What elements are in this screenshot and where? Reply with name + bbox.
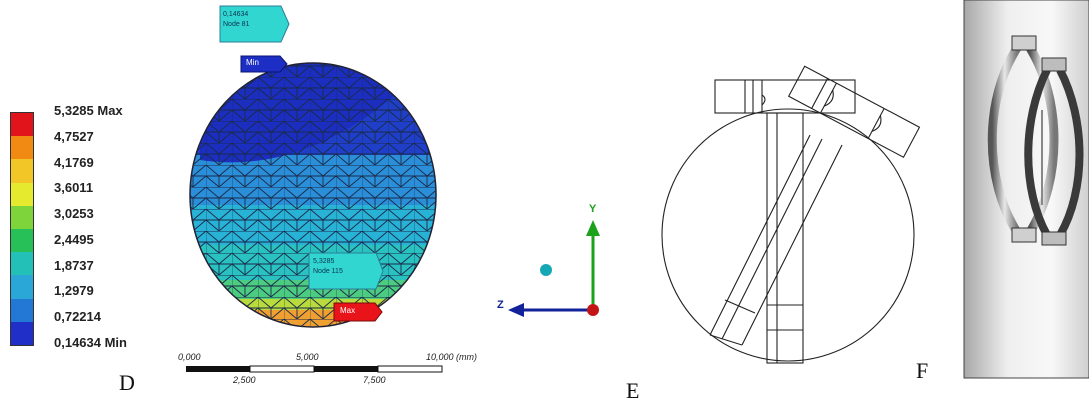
scale-bar-graphic <box>186 365 443 373</box>
min-tag: Min <box>240 55 288 78</box>
line-drawing-e <box>661 65 921 364</box>
max-probe-label: 5,3285 Node 115 <box>308 252 384 295</box>
legend-entry: 4,1769 <box>54 154 94 170</box>
legend-swatch <box>11 113 33 137</box>
scale-bottom-label: 7,500 <box>363 375 386 385</box>
legend-entry: 0,72214 <box>54 309 101 325</box>
legend-swatch <box>11 275 33 299</box>
min-tag-shape <box>240 55 288 73</box>
max-tag-shape <box>333 302 383 322</box>
legend-entry: 3,6011 <box>54 180 94 196</box>
min-probe-node: Node 81 <box>223 21 250 28</box>
legend-entry: 2,4495 <box>54 231 94 247</box>
legend-entry: 1,8737 <box>54 257 94 273</box>
axis-triad <box>508 220 600 317</box>
panel-label-d: D <box>119 370 135 395</box>
min-probe-label: 0,14634 Node 81 <box>219 5 291 48</box>
min-probe-value: 0,14634 <box>223 11 249 18</box>
min-tag-label: Min <box>246 58 259 67</box>
probe-tag-shape <box>219 5 290 43</box>
legend-swatch <box>11 252 33 276</box>
scale-top-label: 10,000 (mm) <box>426 352 478 362</box>
legend-swatch <box>11 321 33 345</box>
probe-tag-shape <box>308 252 384 290</box>
legend-swatch <box>11 205 33 229</box>
legend-swatch <box>11 136 33 160</box>
panel-label-e: E <box>626 378 640 403</box>
scale-top-label: 0,000 <box>178 352 201 362</box>
z-axis-label: Z <box>497 299 504 311</box>
scale-bar: 0,000 5,000 10,000 (mm) 2,500 7,500 <box>178 352 478 392</box>
legend-swatch <box>11 159 33 183</box>
legend-swatch <box>11 182 33 206</box>
legend-entry: 5,3285 Max <box>54 103 123 118</box>
legend-color-bar <box>10 112 34 346</box>
legend-swatch <box>11 229 33 253</box>
scale-top-label: 5,000 <box>296 352 319 362</box>
max-probe-value: 5,3285 <box>313 258 335 265</box>
legend-swatch <box>11 298 33 322</box>
color-legend: 5,3285 Max 4,7527 4,1769 3,6011 3,0253 2,4495… <box>10 103 150 350</box>
component-render-f <box>963 0 1089 379</box>
legend-entry: 1,2979 <box>54 283 94 299</box>
legend-entry: 0,14634 Min <box>54 335 127 350</box>
scale-bottom-label: 2,500 <box>233 375 256 385</box>
max-probe-node: Node 115 <box>313 268 343 275</box>
max-tag-label: Max <box>340 306 356 315</box>
panel-label-f: F <box>916 358 929 383</box>
max-tag: Max <box>333 302 383 327</box>
y-axis-label: Y <box>589 203 597 215</box>
legend-entry: 3,0253 <box>54 206 94 222</box>
legend-entry: 4,7527 <box>54 128 94 144</box>
